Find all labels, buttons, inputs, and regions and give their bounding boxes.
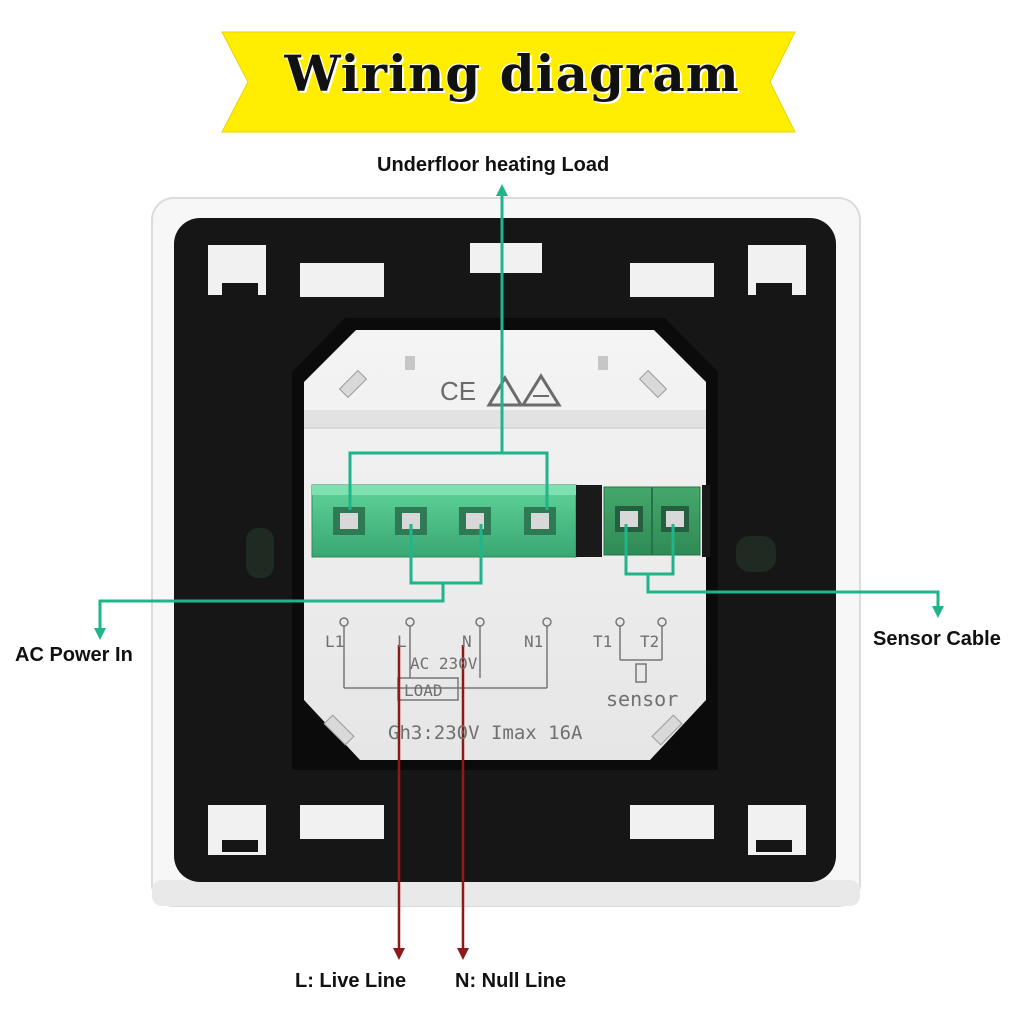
label-live-line: L: Live Line xyxy=(295,970,407,992)
label-ac-power-in: AC Power In xyxy=(15,644,133,666)
terminal-label-N1: N1 xyxy=(524,632,543,651)
power-terminal-screws xyxy=(333,507,556,535)
class-triangle-icon xyxy=(520,373,562,407)
terminal-label-T2: T2 xyxy=(640,632,659,651)
terminal-label-L1: L1 xyxy=(325,632,344,651)
red-connector-lines xyxy=(397,645,465,950)
side-hole-right xyxy=(736,536,776,572)
label-null-line: N: Null Line xyxy=(455,970,567,992)
label-underfloor-load: Underfloor heating Load xyxy=(377,154,610,176)
green-connector-lines xyxy=(98,192,940,632)
green-arrowheads xyxy=(94,184,944,640)
rating-text: Gh3:230V Imax 16A xyxy=(388,722,583,744)
arrow-down-ac xyxy=(94,628,106,640)
load-text: LOAD xyxy=(404,681,443,700)
terminal-label-T1: T1 xyxy=(593,632,612,651)
page-title: Wiring diagram xyxy=(284,44,740,103)
sensor-text: sensor xyxy=(606,687,678,711)
title-banner xyxy=(221,31,796,133)
arrow-down-sensor xyxy=(932,606,944,618)
warning-triangle-icon xyxy=(486,375,524,407)
sensor-terminal-screws xyxy=(615,506,689,532)
arrow-down-live xyxy=(393,948,405,960)
label-sensor-cable: Sensor Cable xyxy=(873,628,1001,650)
ac-voltage-text: AC 230V xyxy=(410,654,478,673)
ce-mark: CE xyxy=(440,376,476,406)
arrow-down-null xyxy=(457,948,469,960)
side-hole-left xyxy=(246,528,274,578)
terminal-label-N: N xyxy=(462,632,472,651)
terminal-label-L: L xyxy=(397,632,407,651)
printed-schematic xyxy=(339,617,667,701)
arrow-up-load xyxy=(496,184,508,196)
